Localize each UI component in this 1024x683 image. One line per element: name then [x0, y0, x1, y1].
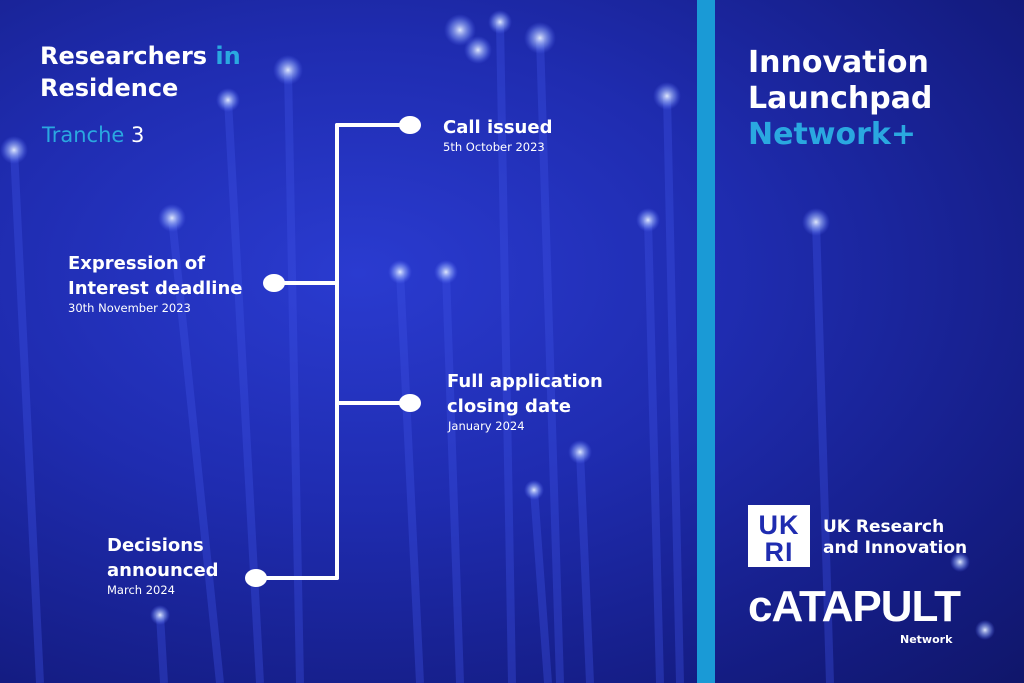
milestone-title-line2: announced	[107, 560, 219, 581]
title-word-in: in	[215, 42, 241, 70]
tranche-word: Tranche	[42, 123, 125, 147]
timeline-node-decisions	[245, 569, 267, 587]
tranche-number: 3	[131, 123, 145, 147]
svg-text:UK: UK	[759, 510, 800, 540]
ukri-logo: UK RI	[748, 505, 810, 567]
ukri-name-line1: UK Research	[823, 517, 945, 537]
programme-title: Innovation Launchpad Network+	[748, 45, 932, 153]
milestone-title-line1: Decisions	[107, 535, 204, 556]
milestone-title-line2: closing date	[447, 396, 571, 417]
catapult-logo-text: cATAPULT	[748, 582, 961, 631]
milestone-date: 5th October 2023	[443, 140, 545, 154]
milestone-expression-of-interest: Expression of Interest deadline 30th Nov…	[68, 251, 242, 315]
programme-line1: Innovation	[748, 45, 929, 80]
page-title: Researchers in Residence	[40, 40, 241, 104]
milestone-title: Call issued	[443, 117, 553, 138]
timeline-node-full-application	[399, 394, 421, 412]
milestone-date: January 2024	[448, 419, 525, 433]
milestone-date: March 2024	[107, 583, 175, 597]
programme-line2: Launchpad	[748, 81, 933, 116]
vertical-divider	[697, 0, 715, 683]
title-word-researchers: Researchers	[40, 42, 208, 70]
milestone-call-issued: Call issued 5th October 2023	[443, 115, 552, 154]
partner-logos: UK RI UK Research and Innovation cATAPUL…	[748, 505, 978, 655]
tranche-label: Tranche 3	[42, 122, 144, 148]
milestone-decisions: Decisions announced March 2024	[107, 533, 219, 597]
timeline-node-call-issued	[399, 116, 421, 134]
milestone-title-line2: Interest deadline	[68, 278, 243, 299]
catapult-network-label: Network	[900, 633, 953, 646]
ukri-name-line2: and Innovation	[823, 538, 968, 558]
svg-text:RI: RI	[765, 537, 794, 567]
title-line-residence: Residence	[40, 74, 179, 102]
milestone-title-line1: Expression of	[68, 253, 206, 274]
milestone-date: 30th November 2023	[68, 301, 191, 315]
programme-line3: Network+	[748, 117, 917, 152]
timeline-node-expression-of-interest	[263, 274, 285, 292]
milestone-full-application: Full application closing date January 20…	[447, 369, 603, 433]
milestone-title-line1: Full application	[447, 371, 603, 392]
ukri-name: UK Research and Innovation	[823, 517, 967, 559]
